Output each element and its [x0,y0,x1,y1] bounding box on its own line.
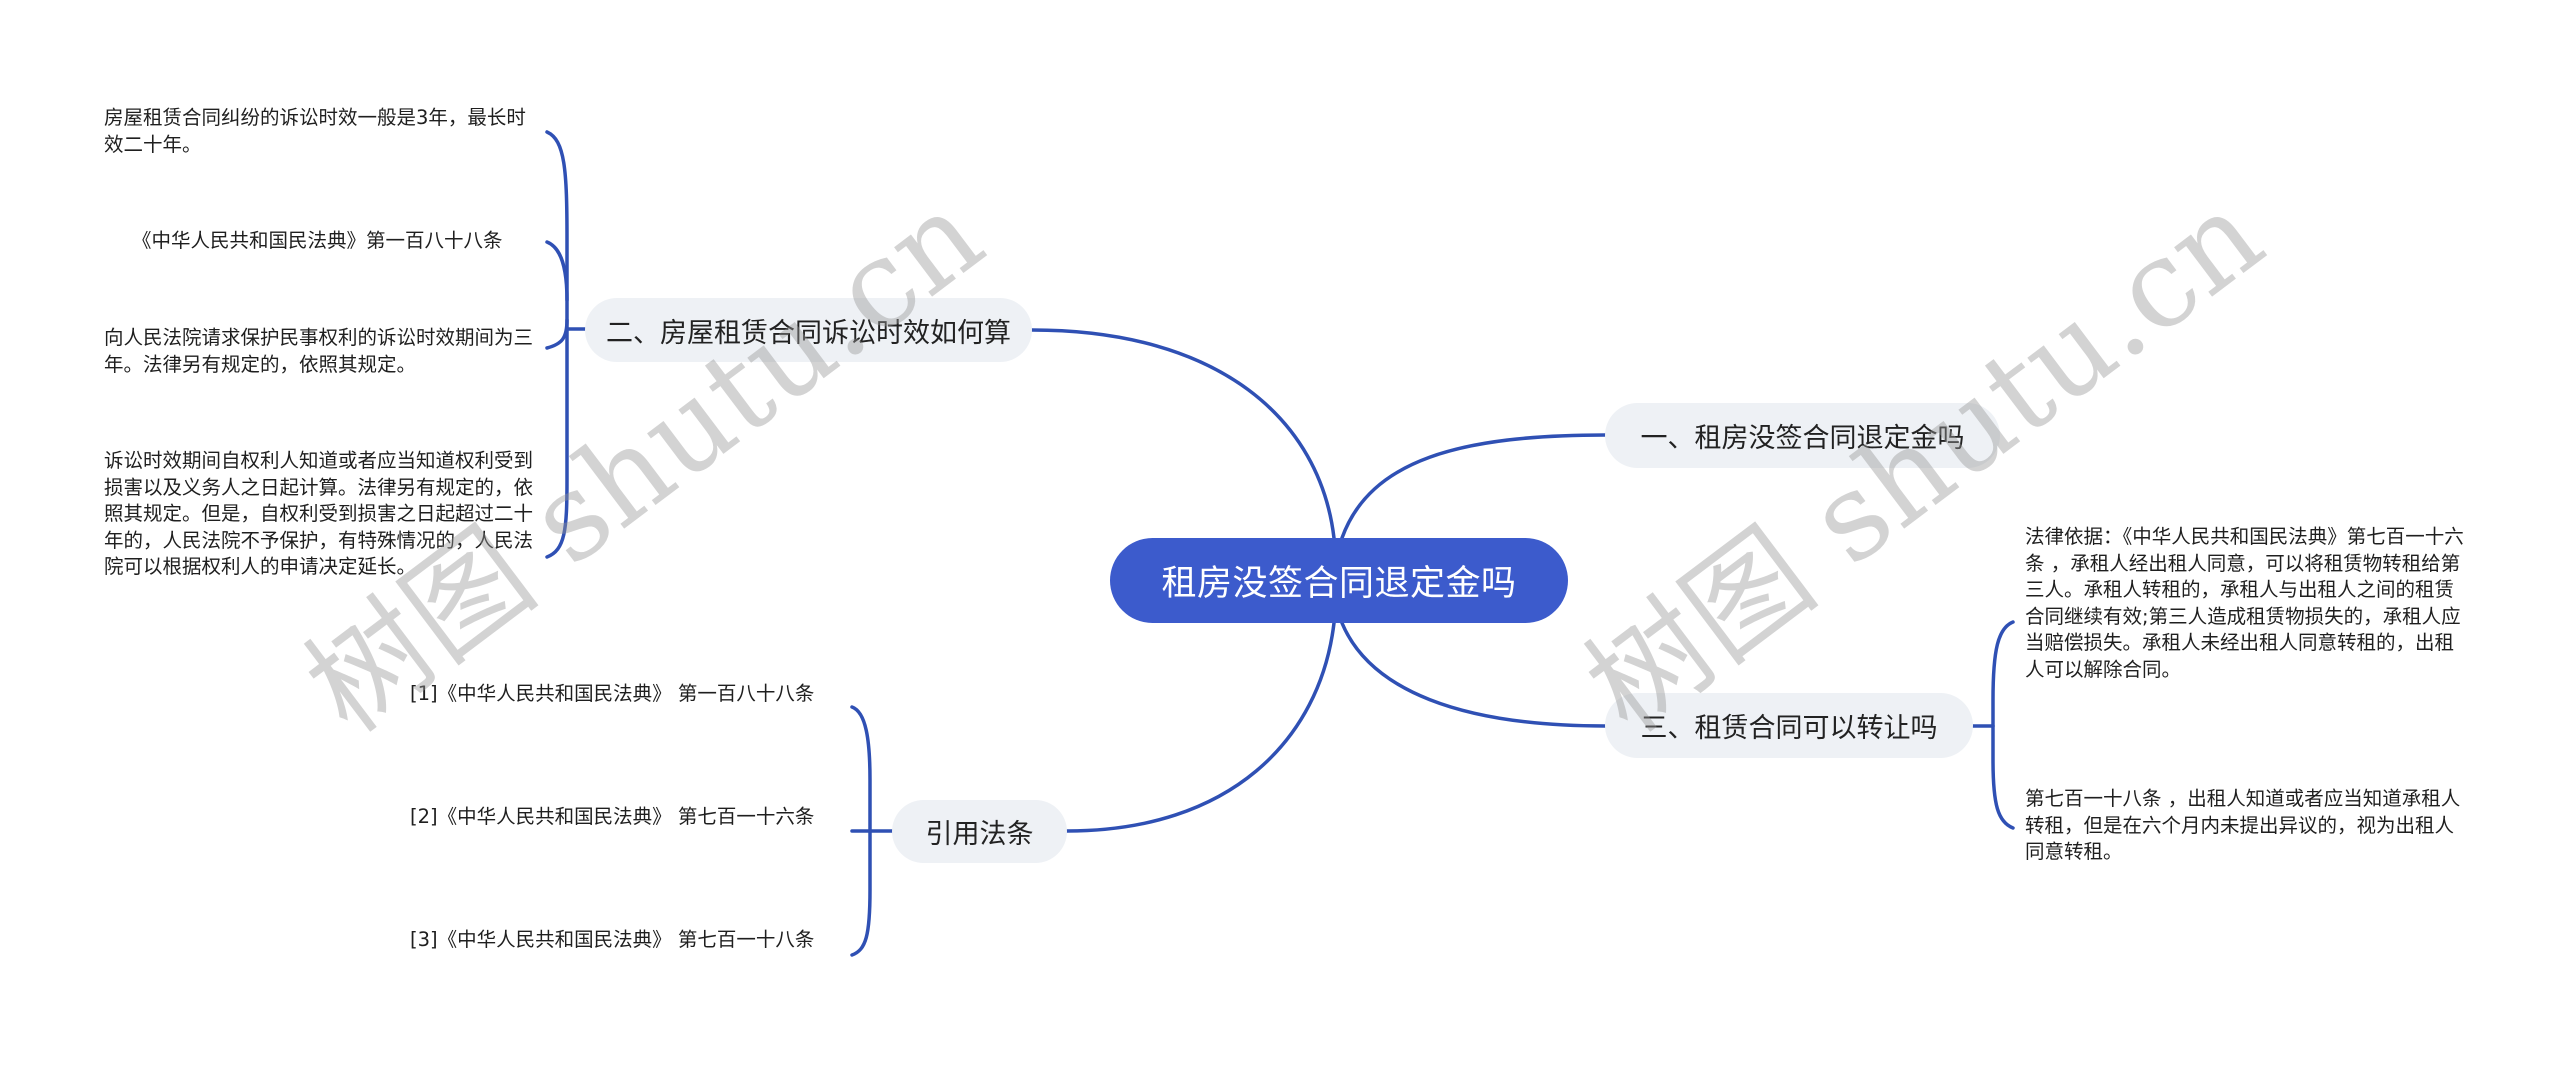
connector-root-to-right3 [1340,621,1607,728]
branch-node-deposit-refund[interactable]: 一、租房没签合同退定金吗 [1605,403,2000,468]
bracket-ref-trunk [850,705,872,957]
citation-item[interactable]: [2]《中华人民共和国民法典》 第七百一十六条 [410,805,815,828]
branch-label: 二、房屋租赁合同诉讼时效如何算 [606,317,1011,349]
leaf-node[interactable]: 法律依据：《中华人民共和国民法典》第七百一十六条 ，承租人经出租人同意，可以将租… [2025,525,2464,681]
connector-root-to-left [1030,328,1336,540]
leaf-node[interactable]: 房屋租赁合同纠纷的诉讼时效一般是3年，最长时效二十年。 [104,106,526,156]
branch-label: 一、租房没签合同退定金吗 [1640,423,1965,454]
citation-item[interactable]: [1]《中华人民共和国民法典》 第一百八十八条 [410,682,815,705]
leaf-node[interactable]: 《中华人民共和国民法典》第一百八十八条 [132,229,503,252]
bracket-left-leaf3 [545,318,569,350]
leaf-node[interactable]: 第七百一十八条 ，出租人知道或者应当知道承租人转租，但是在六个月内未提出异议的，… [2025,787,2461,863]
connector-root-to-ref [1065,621,1336,833]
branch-label: 三、租赁合同可以转让吗 [1640,713,1938,744]
root-label: 租房没签合同退定金吗 [1161,564,1517,604]
bracket-left-leaf2 [545,240,569,302]
bracket-left-trunk [545,130,569,559]
branch-node-limitation-period[interactable]: 二、房屋租赁合同诉讼时效如何算 [585,298,1032,362]
leaf-node[interactable]: 向人民法院请求保护民事权利的诉讼时效期间为三年。法律另有规定的，依照其规定。 [104,326,534,376]
citation-item[interactable]: [3]《中华人民共和国民法典》 第七百一十八条 [410,928,815,951]
branch-node-cited-laws[interactable]: 引用法条 [892,800,1067,863]
branch-node-sublease[interactable]: 三、租赁合同可以转让吗 [1605,693,1973,758]
branch-label: 引用法条 [925,819,1034,850]
root-node[interactable]: 租房没签合同退定金吗 [1110,538,1568,623]
leaf-node[interactable]: 诉讼时效期间自权利人知道或者应当知道权利受到损害以及义务人之日起计算。法律另有规… [104,449,534,578]
connector-root-to-right1 [1340,433,1607,540]
bracket-right-trunk [1991,620,2015,830]
